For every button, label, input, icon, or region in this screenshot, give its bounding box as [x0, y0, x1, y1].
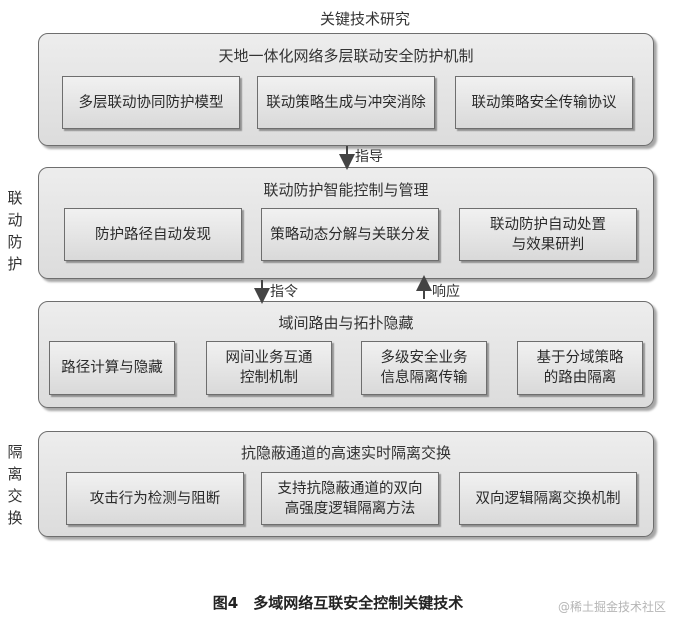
diagram-title: 关键技术研究: [319, 10, 410, 28]
box-multilevel-isolation: 多级安全业务 信息隔离传输: [361, 341, 487, 395]
box-policy-generation: 联动策略生成与冲突消除: [257, 76, 435, 129]
layer-inter-domain-routing: 域间路由与拓扑隐藏 路径计算与隐藏 网间业务互通 控制机制 多级安全业务 信息隔…: [38, 301, 654, 408]
watermark: @稀土掘金技术社区: [557, 600, 666, 614]
box-policy-decomposition: 策略动态分解与关联分发: [261, 208, 439, 261]
box-path-discovery: 防护路径自动发现: [64, 208, 242, 261]
layer-title: 天地一体化网络多层联动安全防护机制: [218, 47, 474, 65]
box-auto-handling: 联动防护自动处置 与效果研判: [459, 208, 637, 261]
box-bidirectional-exchange: 双向逻辑隔离交换机制: [459, 472, 637, 525]
box-interconnect-control: 网间业务互通 控制机制: [206, 341, 332, 395]
layer-title: 域间路由与拓扑隐藏: [278, 314, 414, 332]
box-policy-transfer: 联动策略安全传输协议: [455, 76, 633, 129]
box-coordinated-model: 多层联动协同防护模型: [62, 76, 240, 129]
arrow-label-response: 响应: [432, 284, 460, 300]
arrow-label-guide: 指导: [355, 149, 383, 165]
box-route-isolation: 基于分域策略 的路由隔离: [517, 341, 643, 395]
layer-title: 联动防护智能控制与管理: [263, 181, 429, 199]
side-label-linkage: 联 动 防 护: [7, 189, 23, 273]
layer-title: 抗隐蔽通道的高速实时隔离交换: [240, 444, 451, 462]
box-path-computation: 路径计算与隐藏: [49, 341, 175, 395]
layer-isolation-exchange: 抗隐蔽通道的高速实时隔离交换 攻击行为检测与阻断 支持抗隐蔽通道的双向 高强度逻…: [38, 431, 654, 537]
box-attack-detection: 攻击行为检测与阻断: [66, 472, 244, 525]
side-label-isolation: 隔 离 交 换: [7, 443, 23, 527]
layer-security-mechanism: 天地一体化网络多层联动安全防护机制 多层联动协同防护模型 联动策略生成与冲突消除…: [38, 33, 654, 146]
box-covert-channel-method: 支持抗隐蔽通道的双向 高强度逻辑隔离方法: [261, 472, 439, 525]
figure-caption: 图4 多域网络互联安全控制关键技术: [212, 594, 464, 612]
arrow-label-command: 指令: [270, 284, 298, 300]
layer-intelligent-control: 联动防护智能控制与管理 防护路径自动发现 策略动态分解与关联分发 联动防护自动处…: [38, 167, 654, 279]
